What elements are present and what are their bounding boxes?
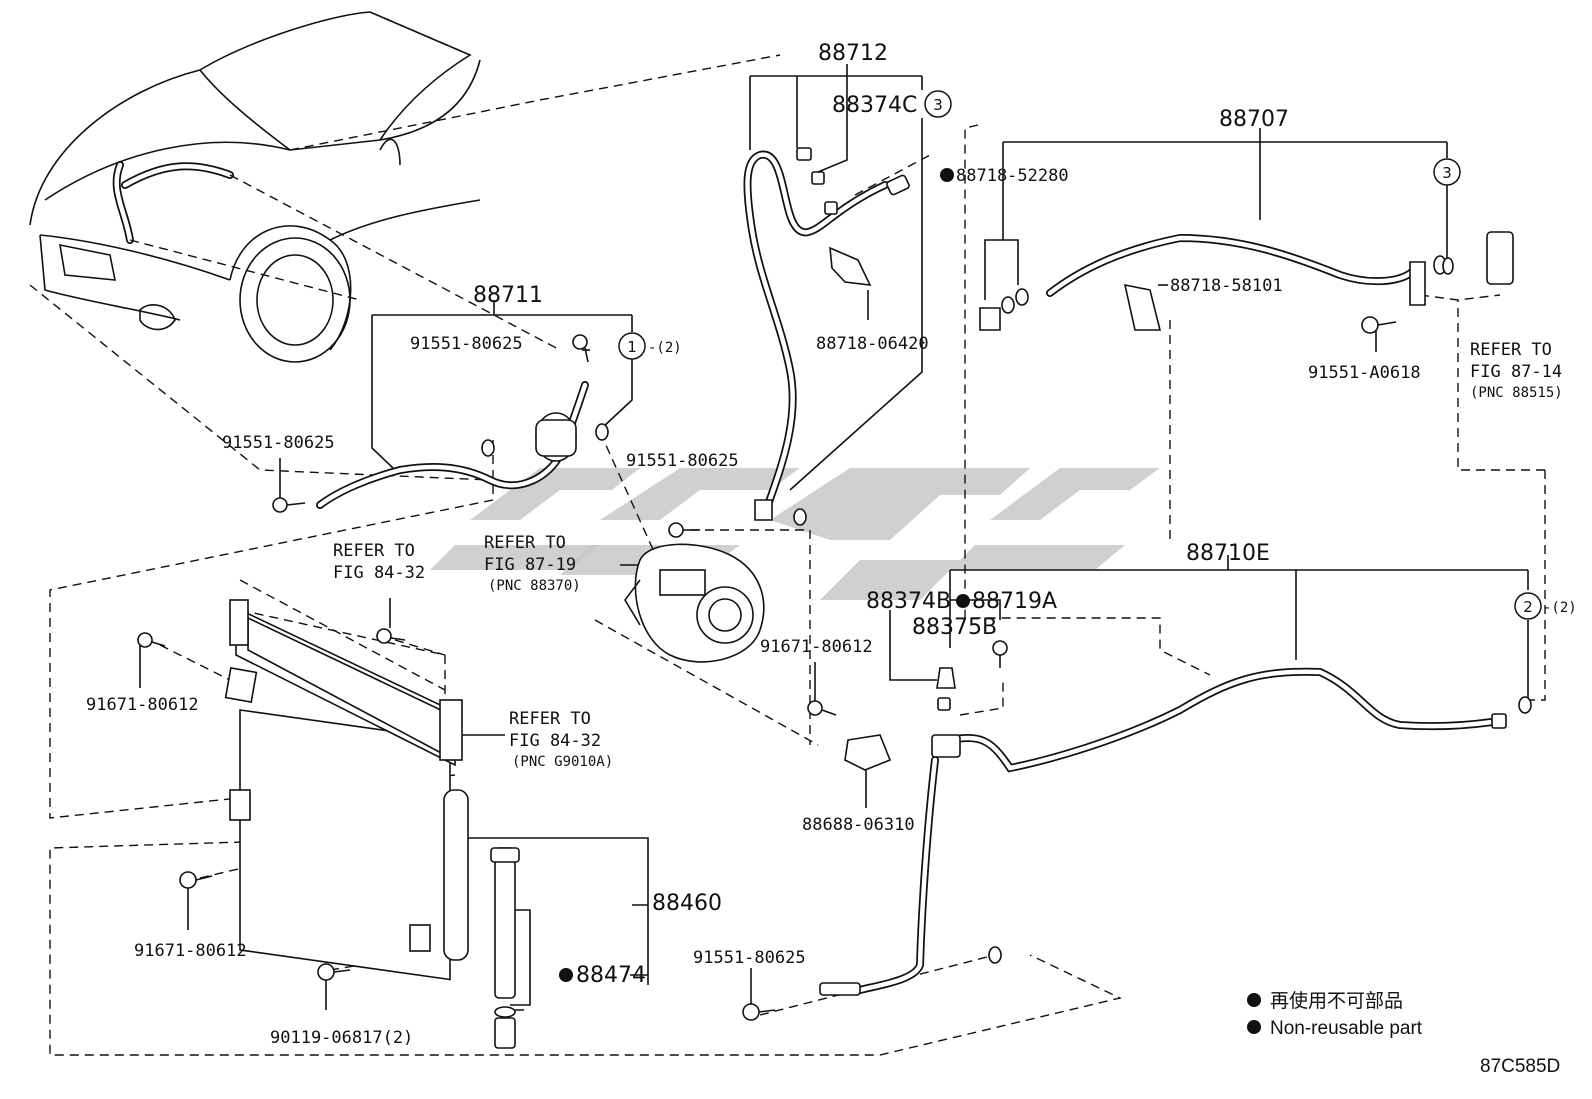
legend: 再使用不可部品 Non-reusable part [1247,990,1423,1039]
car-illustration [29,11,781,481]
callout-3-tube: 3 [1433,158,1461,186]
compressor-icon [624,543,765,663]
callout-2: 2 [1514,592,1542,620]
hoses [316,150,1496,994]
label-91551-80625-left: 91551-80625 [222,433,335,453]
label-88718-52280: 88718-52280 [956,166,1069,186]
label-88688-06310: 88688-06310 [802,815,915,835]
refer-note-87-14: REFER TO FIG 87-14 (PNC 88515) [1470,340,1563,401]
svg-text:2: 2 [1523,598,1533,616]
label-88374B: 88374B [866,589,951,614]
label-90119-06817: 90119-06817(2) [270,1028,413,1048]
components [137,147,1532,1049]
legend-dot-icon [1247,1020,1261,1034]
label-suffix-2-right: -(2) [1543,600,1577,616]
leader-lines [139,64,1529,1010]
label-88710E: 88710E [1186,541,1270,566]
label-88375B: 88375B [912,615,997,640]
svg-text:1: 1 [627,338,637,356]
label-91671-80612-mid: 91671-80612 [760,637,873,657]
legend-japanese: 再使用不可部品 [1270,990,1403,1012]
svg-text:FIG 87-14: FIG 87-14 [1470,362,1562,382]
label-88711: 88711 [473,283,543,308]
svg-text:3: 3 [933,96,943,114]
label-suffix-2-top: -(2) [648,340,682,356]
label-91551-A0618: 91551-A0618 [1308,363,1421,383]
svg-text:(PNC 88515): (PNC 88515) [1470,385,1563,401]
non-reusable-dot [559,968,573,982]
refer-note-87-19: REFER TO FIG 87-19 (PNC 88370) [484,533,581,594]
label-88374C: 88374C [832,93,917,118]
non-reusable-dot [940,168,954,182]
legend-dot-icon [1247,993,1261,1007]
svg-text:REFER TO: REFER TO [1470,340,1552,360]
svg-text:(PNC 88370): (PNC 88370) [488,578,581,594]
label-91671-80612-left: 91671-80612 [86,695,199,715]
svg-text:FIG 84-32: FIG 84-32 [333,563,425,583]
label-88718-58101: 88718-58101 [1170,276,1283,296]
callout-3-hose: 3 [924,90,952,118]
svg-text:REFER TO: REFER TO [509,709,591,729]
svg-text:3: 3 [1442,164,1452,182]
diagram-code: 87C585D [1480,1056,1560,1077]
label-91671-80612-bottom: 91671-80612 [134,941,247,961]
svg-text:FIG 87-19: FIG 87-19 [484,555,576,575]
svg-text:REFER TO: REFER TO [333,541,415,561]
svg-text:REFER TO: REFER TO [484,533,566,553]
label-91551-80625-top: 91551-80625 [410,334,523,354]
svg-text:FIG 84-32: FIG 84-32 [509,731,601,751]
bolt-icons [137,316,1397,1021]
label-88719A: 88719A [972,589,1057,614]
part-labels: 88712 88374C 88718-52280 88707 88718-581… [86,41,1577,1048]
label-91551-80625-bottom: 91551-80625 [693,948,806,968]
label-88718-06420: 88718-06420 [816,334,929,354]
label-88460: 88460 [652,891,722,916]
label-88707: 88707 [1219,107,1289,132]
label-88712: 88712 [818,41,888,66]
non-reusable-dot [956,594,970,608]
svg-text:(PNC G9010A): (PNC G9010A) [512,754,613,770]
callout-1: 1 [618,332,646,360]
label-88474: 88474 [576,963,646,988]
refer-note-84-32-bottom: REFER TO FIG 84-32 (PNC G9010A) [509,709,613,770]
legend-english: Non-reusable part [1270,1018,1423,1039]
refer-note-84-32-top: REFER TO FIG 84-32 [333,541,425,583]
label-91551-80625-mid: 91551-80625 [626,451,739,471]
